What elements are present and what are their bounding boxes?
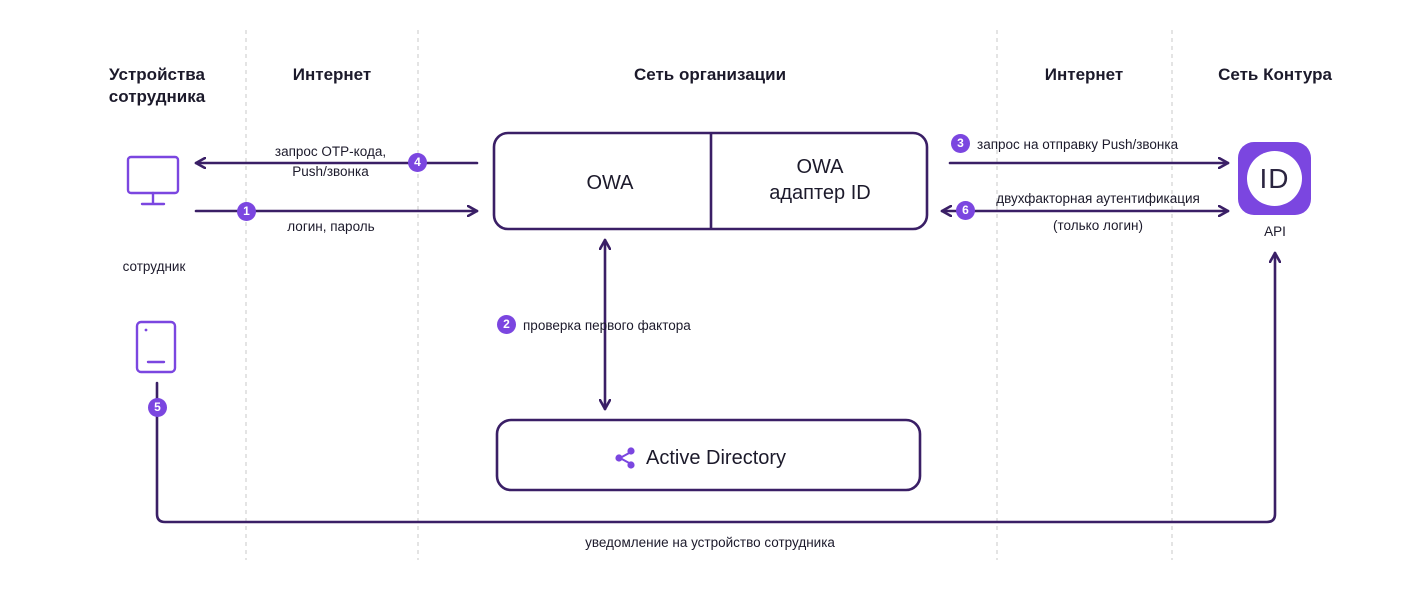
owa-adapter-label: OWA адаптер ID (769, 156, 871, 204)
step-6-label: двухфакторная аутентификация (только лог… (996, 191, 1200, 233)
id-logo-icon: ID (1238, 142, 1311, 215)
step-2-badge: 2 (497, 315, 516, 334)
step-5-badge: 5 (148, 398, 167, 417)
api-label: API (1264, 224, 1286, 239)
column-kontur-network: Сеть Контура (1218, 65, 1332, 84)
phone-icon (135, 320, 177, 374)
owa-label: OWA (586, 172, 634, 194)
column-devices: Устройства сотрудника (108, 65, 206, 106)
step-4-label: запрос OTP-кода, Push/звонка (274, 144, 387, 179)
step-3-label: запрос на отправку Push/звонка (977, 137, 1179, 152)
monitor-icon (126, 155, 180, 206)
column-internet-right: Интернет (1044, 65, 1124, 84)
step-3-badge: 3 (951, 134, 970, 153)
step-4-badge: 4 (408, 153, 427, 172)
column-org-network: Сеть организации (633, 65, 787, 84)
step-1-label: логин, пароль (287, 219, 375, 234)
active-directory-label: Active Directory (646, 447, 787, 469)
column-internet-left: Интернет (292, 65, 372, 84)
step-2-label: проверка первого фактора (523, 318, 691, 333)
step-6-badge: 6 (956, 201, 975, 220)
id-logo-text: ID (1247, 151, 1302, 206)
step-5-label: уведомление на устройство сотрудника (585, 535, 835, 550)
column-dividers (245, 30, 1173, 560)
employee-label: сотрудник (122, 259, 186, 274)
step-1-badge: 1 (237, 202, 256, 221)
share-icon (615, 447, 635, 469)
active-directory-box (495, 418, 922, 492)
